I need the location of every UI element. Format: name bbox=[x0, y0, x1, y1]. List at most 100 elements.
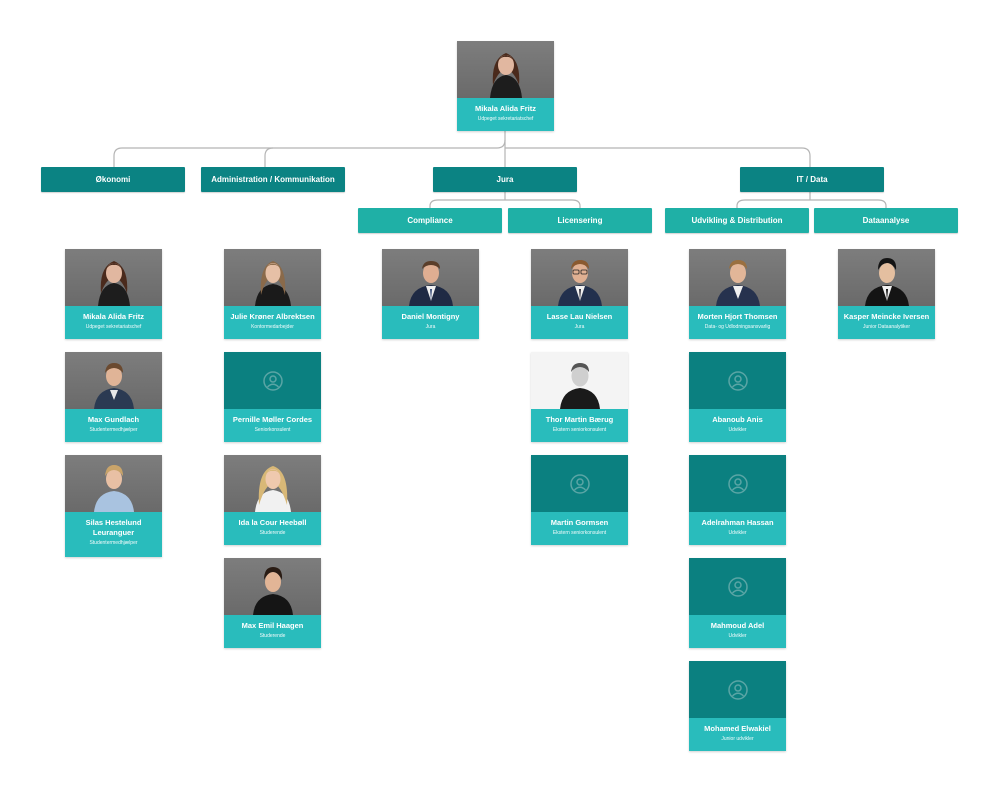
person-card[interactable]: Thor Martin Bærug Ekstern seniorkonsulen… bbox=[531, 352, 628, 442]
card-info: Ida la Cour Heebøll Studerende bbox=[224, 512, 321, 545]
person-card[interactable]: Adelrahman Hassan Udvikler bbox=[689, 455, 786, 545]
photo-man-dark-suit bbox=[838, 249, 935, 306]
photo-man-suit bbox=[382, 249, 479, 306]
photo-man-bw bbox=[531, 352, 628, 409]
dept-it-data[interactable]: IT / Data bbox=[740, 167, 884, 192]
person-title: Jura bbox=[425, 324, 436, 330]
person-title: Studerende bbox=[259, 633, 286, 639]
card-info: Pernille Møller Cordes Seniorkonsulent bbox=[224, 409, 321, 442]
photo-woman-dark-hair bbox=[457, 41, 554, 98]
card-info: Lasse Lau Nielsen Jura bbox=[531, 306, 628, 339]
person-name: Julie Krøner Albrektsen bbox=[230, 312, 315, 321]
person-name: Max Emil Haagen bbox=[241, 621, 304, 630]
user-placeholder-icon bbox=[224, 352, 321, 409]
card-info: Daniel Montigny Jura bbox=[382, 306, 479, 339]
card-info: Mikala Alida Fritz Udpeget sekretariatsc… bbox=[65, 306, 162, 339]
photo-woman-light-hair bbox=[224, 249, 321, 306]
person-title: Udpeget sekretariatschef bbox=[477, 116, 534, 122]
photo-man-glasses bbox=[531, 249, 628, 306]
person-card[interactable]: Abanoub Anis Udvikler bbox=[689, 352, 786, 442]
person-card[interactable]: Mohamed Elwakiel Junior udvikler bbox=[689, 661, 786, 751]
user-placeholder-icon bbox=[531, 455, 628, 512]
person-title: Studerende bbox=[259, 530, 286, 536]
person-card[interactable]: Julie Krøner Albrektsen Kontormedarbejde… bbox=[224, 249, 321, 339]
person-name: Max Gundlach bbox=[87, 415, 140, 424]
person-card[interactable]: Mikala Alida Fritz Udpeget sekretariatsc… bbox=[65, 249, 162, 339]
person-title: Udvikler bbox=[728, 427, 747, 433]
person-card[interactable]: Morten Hjort Thomsen Data- og Udlodnings… bbox=[689, 249, 786, 339]
person-card[interactable]: Max Gundlach Studentermedhjælper bbox=[65, 352, 162, 442]
person-card[interactable]: Kasper Meincke Iversen Junior Dataanalyt… bbox=[838, 249, 935, 339]
person-title: Jura bbox=[574, 324, 585, 330]
person-card[interactable]: Pernille Møller Cordes Seniorkonsulent bbox=[224, 352, 321, 442]
person-title: Studentermedhjælper bbox=[89, 540, 138, 546]
photo-woman-blonde bbox=[224, 455, 321, 512]
connector-jura-subs bbox=[429, 192, 581, 208]
person-name: Martin Gormsen bbox=[550, 518, 609, 527]
person-name: Morten Hjort Thomsen bbox=[697, 312, 778, 321]
person-card[interactable]: Daniel Montigny Jura bbox=[382, 249, 479, 339]
person-title: Junior udvikler bbox=[721, 736, 754, 742]
sub-licensering[interactable]: Licensering bbox=[508, 208, 652, 233]
person-name: Adelrahman Hassan bbox=[701, 518, 774, 527]
person-name: Silas Hestelund Leuranguer bbox=[85, 518, 142, 537]
dept-jura[interactable]: Jura bbox=[433, 167, 577, 192]
card-info: Morten Hjort Thomsen Data- og Udlodnings… bbox=[689, 306, 786, 339]
connector-itdata-subs bbox=[736, 192, 887, 208]
photo-man-short-hair bbox=[65, 352, 162, 409]
person-name: Thor Martin Bærug bbox=[545, 415, 614, 424]
root-card[interactable]: Mikala Alida Fritz Udpeget sekretariatsc… bbox=[457, 41, 554, 131]
user-placeholder-icon bbox=[689, 558, 786, 615]
photo-man-blond bbox=[65, 455, 162, 512]
card-info: Max Emil Haagen Studerende bbox=[224, 615, 321, 648]
card-info: Mahmoud Adel Udvikler bbox=[689, 615, 786, 648]
card-info: Mohamed Elwakiel Junior udvikler bbox=[689, 718, 786, 751]
dept-administration-kommunikation[interactable]: Administration / Kommunikation bbox=[201, 167, 345, 192]
user-placeholder-icon bbox=[689, 455, 786, 512]
user-placeholder-icon bbox=[689, 352, 786, 409]
person-name: Ida la Cour Heebøll bbox=[238, 518, 307, 527]
person-name: Pernille Møller Cordes bbox=[232, 415, 313, 424]
person-title: Ekstern seniorkonsulent bbox=[552, 530, 607, 536]
person-title: Kontormedarbejder bbox=[251, 324, 294, 330]
sub-dataanalyse[interactable]: Dataanalyse bbox=[814, 208, 958, 233]
user-placeholder-icon bbox=[689, 661, 786, 718]
sub-udvikling-distribution[interactable]: Udvikling & Distribution bbox=[665, 208, 809, 233]
photo-man-dark-hair bbox=[224, 558, 321, 615]
photo-woman-dark-hair bbox=[65, 249, 162, 306]
person-name: Kasper Meincke Iversen bbox=[843, 312, 930, 321]
card-info: Martin Gormsen Ekstern seniorkonsulent bbox=[531, 512, 628, 545]
person-title: Udvikler bbox=[728, 530, 747, 536]
sub-compliance[interactable]: Compliance bbox=[358, 208, 502, 233]
person-name: Abanoub Anis bbox=[712, 415, 763, 424]
person-title: Ekstern seniorkonsulent bbox=[552, 427, 607, 433]
person-title: Data- og Udlodningsansvarlig bbox=[704, 324, 771, 330]
card-info: Thor Martin Bærug Ekstern seniorkonsulen… bbox=[531, 409, 628, 442]
person-title: Junior Dataanalytiker bbox=[863, 324, 910, 330]
person-card[interactable]: Mahmoud Adel Udvikler bbox=[689, 558, 786, 648]
person-card[interactable]: Max Emil Haagen Studerende bbox=[224, 558, 321, 648]
photo-man-suit bbox=[689, 249, 786, 306]
person-title: Seniorkonsulent bbox=[254, 427, 291, 433]
connector-root bbox=[113, 131, 506, 167]
person-card[interactable]: Ida la Cour Heebøll Studerende bbox=[224, 455, 321, 545]
card-info: Julie Krøner Albrektsen Kontormedarbejde… bbox=[224, 306, 321, 339]
card-info: Mikala Alida Fritz Udpeget sekretariatsc… bbox=[457, 98, 554, 131]
person-title: Studentermedhjælper bbox=[89, 427, 138, 433]
person-name: Mikala Alida Fritz bbox=[475, 104, 536, 113]
card-info: Max Gundlach Studentermedhjælper bbox=[65, 409, 162, 442]
person-title: Udvikler bbox=[728, 633, 747, 639]
card-info: Kasper Meincke Iversen Junior Dataanalyt… bbox=[838, 306, 935, 339]
card-info: Silas Hestelund Leuranguer Studentermedh… bbox=[65, 512, 162, 557]
connector-admin bbox=[264, 147, 274, 167]
person-card[interactable]: Martin Gormsen Ekstern seniorkonsulent bbox=[531, 455, 628, 545]
person-name: Daniel Montigny bbox=[401, 312, 460, 321]
person-name: Mohamed Elwakiel bbox=[704, 724, 771, 733]
person-name: Lasse Lau Nielsen bbox=[546, 312, 613, 321]
person-card[interactable]: Lasse Lau Nielsen Jura bbox=[531, 249, 628, 339]
dept-okonomi[interactable]: Økonomi bbox=[41, 167, 185, 192]
person-card[interactable]: Silas Hestelund Leuranguer Studentermedh… bbox=[65, 455, 162, 557]
person-name: Mahmoud Adel bbox=[710, 621, 765, 630]
person-name: Mikala Alida Fritz bbox=[83, 312, 144, 321]
card-info: Abanoub Anis Udvikler bbox=[689, 409, 786, 442]
